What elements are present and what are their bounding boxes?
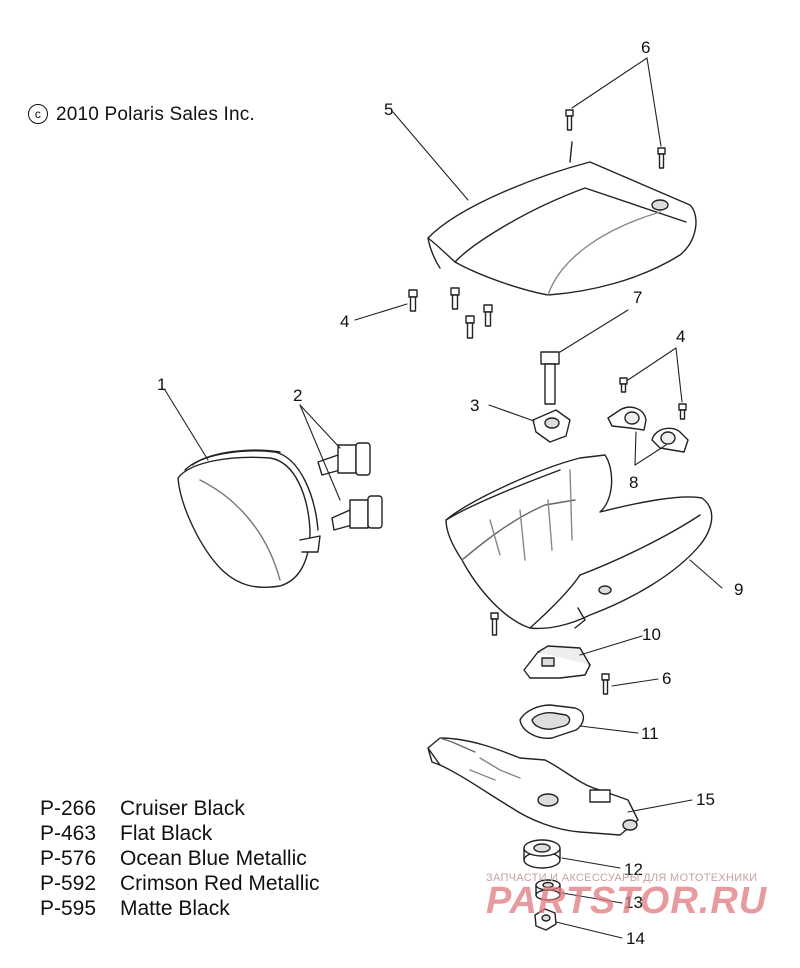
callout-10: 10 bbox=[642, 625, 661, 644]
color-code: P-595 bbox=[40, 897, 97, 920]
callout-15: 15 bbox=[696, 790, 715, 809]
callout-1: 1 bbox=[157, 375, 167, 394]
screw-6a bbox=[565, 109, 574, 131]
callout-9: 9 bbox=[734, 580, 744, 599]
part-8-clamps bbox=[607, 406, 689, 453]
callout-13: 13 bbox=[624, 893, 643, 912]
color-code-row: P-266 Cruiser Black bbox=[40, 796, 320, 821]
color-code-row: P-595 Matte Black bbox=[40, 896, 320, 921]
screw-6c bbox=[601, 673, 610, 695]
part-3-nut bbox=[532, 409, 571, 443]
part-14-nut bbox=[534, 908, 557, 931]
screw-4b1 bbox=[619, 377, 628, 393]
leader-lines bbox=[164, 57, 723, 939]
callout-6: 6 bbox=[662, 669, 672, 688]
screw-4a3 bbox=[483, 304, 493, 327]
screws bbox=[408, 109, 687, 695]
color-code-row: P-592 Crimson Red Metallic bbox=[40, 871, 320, 896]
screw-4b2 bbox=[678, 403, 687, 420]
screw-6b bbox=[657, 147, 666, 169]
watermark: ЗАПЧАСТИ И АКСЕССУАРЫ ДЛЯ МОТОТЕХНИКИ PA… bbox=[486, 872, 786, 923]
callout-4: 4 bbox=[676, 327, 686, 346]
callout-4: 4 bbox=[340, 312, 350, 331]
watermark-tagline: ЗАПЧАСТИ И АКСЕССУАРЫ ДЛЯ МОТОТЕХНИКИ bbox=[486, 872, 758, 884]
watermark-logo: PARTSTOR.RU bbox=[486, 880, 768, 922]
color-name: Flat Black bbox=[120, 822, 213, 845]
part-13-spacer bbox=[535, 879, 561, 901]
callout-8: 8 bbox=[629, 473, 639, 492]
part-2-bulbs bbox=[317, 442, 383, 531]
color-name: Matte Black bbox=[120, 897, 230, 920]
screw-4a4 bbox=[465, 315, 475, 339]
color-code: P-576 bbox=[40, 847, 97, 870]
part-7-bolt bbox=[540, 351, 560, 405]
part-12-grommet bbox=[523, 839, 561, 869]
part-9-pod bbox=[445, 454, 713, 630]
color-name: Cruiser Black bbox=[120, 797, 245, 820]
copyright-notice: c 2010 Polaris Sales Inc. bbox=[28, 104, 255, 126]
copyright-symbol: c bbox=[28, 104, 48, 124]
color-code: P-592 bbox=[40, 872, 97, 895]
color-name: Ocean Blue Metallic bbox=[120, 847, 307, 870]
part-15-mount bbox=[427, 737, 639, 836]
color-code-list: P-266 Cruiser Black P-463 Flat Black P-576… bbox=[40, 796, 320, 921]
screw-4a2 bbox=[450, 287, 460, 310]
callout-2: 2 bbox=[293, 386, 303, 405]
color-code-row: P-576 Ocean Blue Metallic bbox=[40, 846, 320, 871]
part-11-pad bbox=[519, 704, 585, 739]
callout-3: 3 bbox=[470, 396, 480, 415]
screw-4a1 bbox=[408, 289, 418, 312]
part-5-top-cover bbox=[427, 141, 697, 296]
color-code: P-266 bbox=[40, 797, 97, 820]
color-name: Crimson Red Metallic bbox=[120, 872, 320, 895]
color-code: P-463 bbox=[40, 822, 97, 845]
copyright-text: 2010 Polaris Sales Inc. bbox=[56, 104, 255, 125]
callout-11: 11 bbox=[641, 724, 659, 743]
color-code-row: P-463 Flat Black bbox=[40, 821, 320, 846]
callout-12: 12 bbox=[624, 860, 643, 879]
callout-14: 14 bbox=[626, 929, 645, 948]
screw-bottom bbox=[490, 612, 499, 636]
callout-5: 5 bbox=[384, 100, 394, 119]
part-10-bracket bbox=[523, 645, 591, 679]
callout-6: 6 bbox=[641, 38, 651, 57]
part-1-headlight bbox=[177, 449, 321, 589]
callout-7: 7 bbox=[633, 288, 643, 307]
